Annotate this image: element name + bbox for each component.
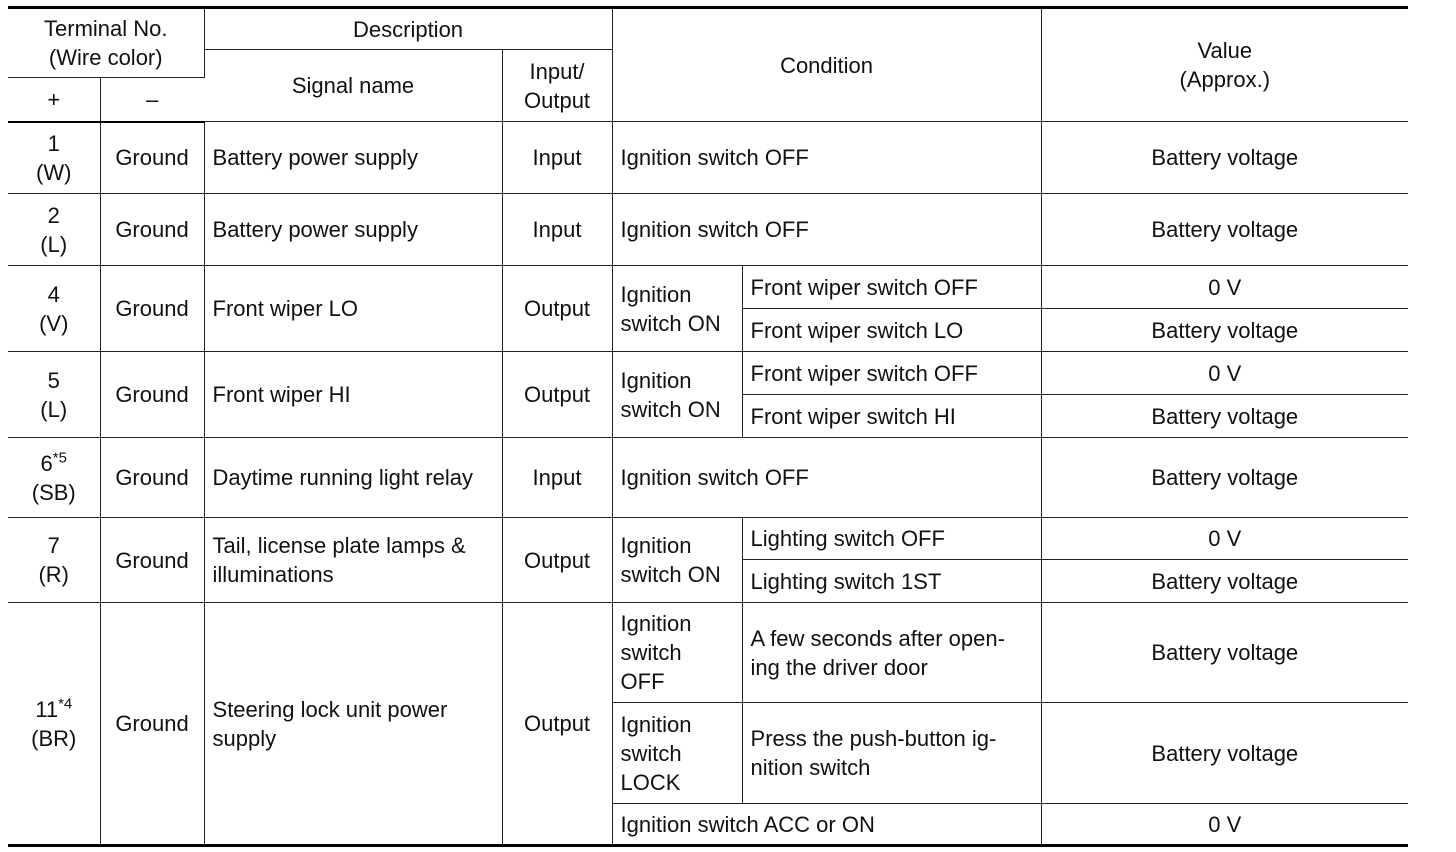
terminal-number: 6 — [40, 450, 53, 476]
ground-cell: Ground — [99, 602, 205, 846]
terminal-cell: 1 (W) — [8, 121, 101, 194]
footnote-marker: *5 — [52, 449, 67, 467]
value-cell: Battery voltage — [1040, 193, 1409, 266]
condition-state-cell: Ignition switch ON — [611, 265, 743, 352]
condition-state-cell: Ignition switch OFF — [611, 602, 743, 703]
terminal-cell: 5 (L) — [8, 351, 101, 438]
table-row: 4 (V) Ground Front wiper LO Output Ignit… — [8, 265, 1409, 352]
value-cell: Battery voltage — [1040, 394, 1409, 438]
sub-condition-cell: Press the push-button ig- nition switch — [741, 702, 1042, 804]
condition-cell: Ignition switch OFF — [611, 193, 1042, 266]
footnote-marker: *4 — [58, 695, 73, 713]
sub-condition-cell: Front wiper switch LO — [742, 308, 1042, 352]
header-input-output: Input/ Output — [501, 49, 613, 122]
terminal-number: 5 — [47, 367, 60, 393]
terminal-number: 4 — [47, 281, 60, 307]
sub-condition-cell: Lighting switch OFF — [741, 517, 1042, 560]
header-condition: Condition — [611, 7, 1042, 122]
table-row: 1 (W) Ground Battery power supply Input … — [8, 121, 1409, 194]
table-row: 11*4 (BR) Ground Steering lock unit powe… — [8, 602, 1409, 846]
table-row: Ignition switch ACC or ON 0 V — [8, 803, 1409, 846]
terminal-number: 1 — [47, 130, 60, 156]
sub-condition-cell: Front wiper switch OFF — [741, 351, 1042, 395]
value-cell: 0 V — [1040, 517, 1409, 560]
signal-name-cell: Battery power supply — [203, 193, 503, 266]
condition-state-cell: Ignition switch ON — [611, 351, 743, 438]
terminal-cell: 6*5 (SB) — [8, 437, 101, 518]
io-cell: Output — [501, 265, 613, 352]
sub-condition-cell: Lighting switch 1ST — [742, 559, 1042, 603]
table-row: 2 (L) Ground Battery power supply Input … — [8, 193, 1409, 266]
ground-cell: Ground — [99, 437, 205, 518]
header-terminal-no: Terminal No. (Wire color) — [8, 7, 205, 78]
sub-condition-cell: Front wiper switch HI — [742, 394, 1042, 438]
value-cell: Battery voltage — [1040, 702, 1409, 804]
table-row: Front wiper switch LO Battery voltage — [8, 308, 1409, 352]
ground-cell: Ground — [99, 265, 205, 352]
terminal-number: 2 — [47, 202, 60, 228]
terminal-cell: 7 (R) — [8, 517, 101, 603]
io-cell: Output — [501, 351, 613, 438]
ground-cell: Ground — [99, 193, 205, 266]
value-cell: Battery voltage — [1040, 559, 1409, 603]
terminal-number: 7 — [47, 533, 60, 558]
wire-color: (V) — [39, 310, 69, 336]
terminal-cell: 2 (L) — [8, 193, 101, 266]
header-plus: + — [8, 77, 101, 123]
wire-color: (BR) — [31, 725, 77, 751]
ground-cell: Ground — [99, 351, 205, 438]
value-cell: Battery voltage — [1040, 437, 1409, 518]
header-signal-name: Signal name — [204, 49, 503, 122]
table-row: 7 (R) Ground Tail, license plate lamps &… — [8, 517, 1409, 603]
signal-name-cell: Steering lock unit power supply — [203, 602, 503, 846]
header-minus: – — [99, 77, 205, 123]
table-row: Front wiper switch HI Battery voltage — [8, 394, 1409, 438]
ground-cell: Ground — [99, 517, 205, 603]
value-cell: 0 V — [1040, 265, 1409, 309]
wire-color: (SB) — [31, 479, 76, 505]
signal-name-cell: Tail, license plate lamps & illumination… — [203, 517, 503, 603]
condition-cell: Ignition switch OFF — [611, 437, 1042, 518]
terminal-cell: 4 (V) — [8, 265, 101, 352]
value-cell: Battery voltage — [1040, 602, 1409, 703]
table-row: 6*5 (SB) Ground Daytime running light re… — [8, 437, 1409, 518]
terminal-cell: 11*4 (BR) — [8, 602, 101, 846]
io-cell: Input — [501, 193, 613, 266]
io-cell: Input — [501, 121, 613, 194]
signal-name-cell: Front wiper HI — [203, 351, 503, 438]
condition-state-cell: Ignition switch ON — [611, 517, 743, 603]
signal-name-cell: Daytime running light relay — [203, 437, 503, 518]
io-cell: Output — [501, 517, 613, 603]
condition-cell: Ignition switch ACC or ON — [612, 803, 1042, 846]
value-cell: 0 V — [1040, 803, 1409, 846]
value-cell: Battery voltage — [1040, 121, 1409, 194]
wire-color: (L) — [40, 231, 68, 257]
ground-cell: Ground — [99, 121, 205, 194]
signal-name-cell: Front wiper LO — [203, 265, 503, 352]
terminal-number: 11 — [35, 696, 59, 722]
header-value: Value (Approx.) — [1040, 7, 1409, 122]
table-row: Ignition switch LOCK Press the push-butt… — [8, 702, 1409, 804]
value-cell: 0 V — [1040, 351, 1409, 395]
table-row: 5 (L) Ground Front wiper HI Output Ignit… — [8, 351, 1409, 438]
terminal-table: Terminal No. (Wire color) Description Co… — [8, 6, 1409, 847]
wire-color: (R) — [38, 562, 70, 587]
header-description: Description — [203, 7, 613, 50]
condition-cell: Ignition switch OFF — [611, 121, 1042, 194]
sub-condition-cell: A few seconds after open- ing the driver… — [741, 602, 1042, 703]
wire-color: (L) — [40, 396, 68, 422]
io-cell: Output — [501, 602, 613, 846]
value-cell: Battery voltage — [1040, 308, 1409, 352]
condition-state-cell: Ignition switch LOCK — [612, 702, 743, 804]
signal-name-cell: Battery power supply — [203, 121, 503, 194]
sub-condition-cell: Front wiper switch OFF — [741, 265, 1042, 309]
io-cell: Input — [501, 437, 613, 518]
wire-color: (W) — [36, 159, 72, 185]
